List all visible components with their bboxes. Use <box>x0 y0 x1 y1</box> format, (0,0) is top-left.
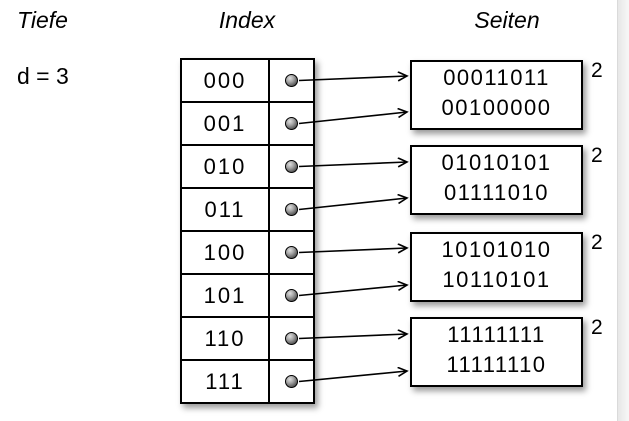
pointer-cell <box>270 318 313 361</box>
page-box-3: 10101010 10110101 <box>410 232 583 302</box>
pointer-cell <box>270 60 313 103</box>
arrow-101-to-page-3 <box>298 285 407 297</box>
pointer-cell <box>270 275 313 318</box>
index-value: 000 <box>182 60 270 103</box>
arrow-001-to-page-1 <box>298 112 407 125</box>
pointer-cell <box>270 146 313 189</box>
pointer-dot-icon <box>285 375 298 388</box>
pointer-dot-icon <box>285 203 298 216</box>
index-row-010: 010 <box>182 146 313 189</box>
index-value: 110 <box>182 318 270 361</box>
pointer-dot-icon <box>285 332 298 345</box>
index-row-000: 000 <box>182 60 313 103</box>
local-depth-badge: 2 <box>591 59 603 82</box>
arrow-110-to-page-4 <box>298 334 407 339</box>
index-value: 001 <box>182 103 270 146</box>
page-entry: 11111111 <box>447 322 546 347</box>
index-value: 100 <box>182 232 270 275</box>
index-row-100: 100 <box>182 232 313 275</box>
tiefe-heading: Tiefe <box>17 7 68 33</box>
pointer-dot-icon <box>285 160 298 173</box>
page-box-2: 01010101 01111010 <box>410 145 583 215</box>
page-entry: 01010101 <box>441 150 552 175</box>
arrow-011-to-page-2 <box>298 198 407 211</box>
pointer-dot-icon <box>285 289 298 302</box>
pointer-dot-icon <box>285 246 298 259</box>
arrow-010-to-page-2 <box>298 162 407 167</box>
page-entry: 10101010 <box>441 237 552 262</box>
index-row-011: 011 <box>182 189 313 232</box>
page-entry: 01111010 <box>444 180 549 205</box>
pointer-cell <box>270 103 313 146</box>
local-depth-badge: 2 <box>591 231 603 254</box>
page-box-4: 11111111 11111110 <box>410 317 583 387</box>
page-entry: 11111110 <box>446 352 547 377</box>
pointer-cell <box>270 189 313 232</box>
pointer-cell <box>270 232 313 275</box>
index-value: 010 <box>182 146 270 189</box>
seiten-heading: Seiten <box>474 7 540 33</box>
depth-value-label: d = 3 <box>17 63 69 89</box>
arrow-100-to-page-3 <box>298 248 407 253</box>
index-value: 111 <box>182 361 270 402</box>
index-row-001: 001 <box>182 103 313 146</box>
page-entry: 00100000 <box>441 95 552 120</box>
index-value: 101 <box>182 275 270 318</box>
pointer-dot-icon <box>285 117 298 130</box>
index-row-101: 101 <box>182 275 313 318</box>
arrow-111-to-page-4 <box>298 371 407 383</box>
index-value: 011 <box>182 189 270 232</box>
pointer-cell <box>270 361 313 402</box>
slide-edge-band <box>617 0 629 421</box>
index-table: 000 001 010 011 100 101 110 111 <box>180 58 315 404</box>
page-entry: 00011011 <box>443 65 550 90</box>
arrow-000-to-page-1 <box>298 76 407 81</box>
index-row-110: 110 <box>182 318 313 361</box>
local-depth-badge: 2 <box>591 144 603 167</box>
local-depth-badge: 2 <box>591 316 603 339</box>
pointer-dot-icon <box>285 74 298 87</box>
page-entry: 10110101 <box>442 267 551 292</box>
index-heading: Index <box>218 7 276 33</box>
index-row-111: 111 <box>182 361 313 402</box>
page-box-1: 00011011 00100000 <box>410 60 583 130</box>
